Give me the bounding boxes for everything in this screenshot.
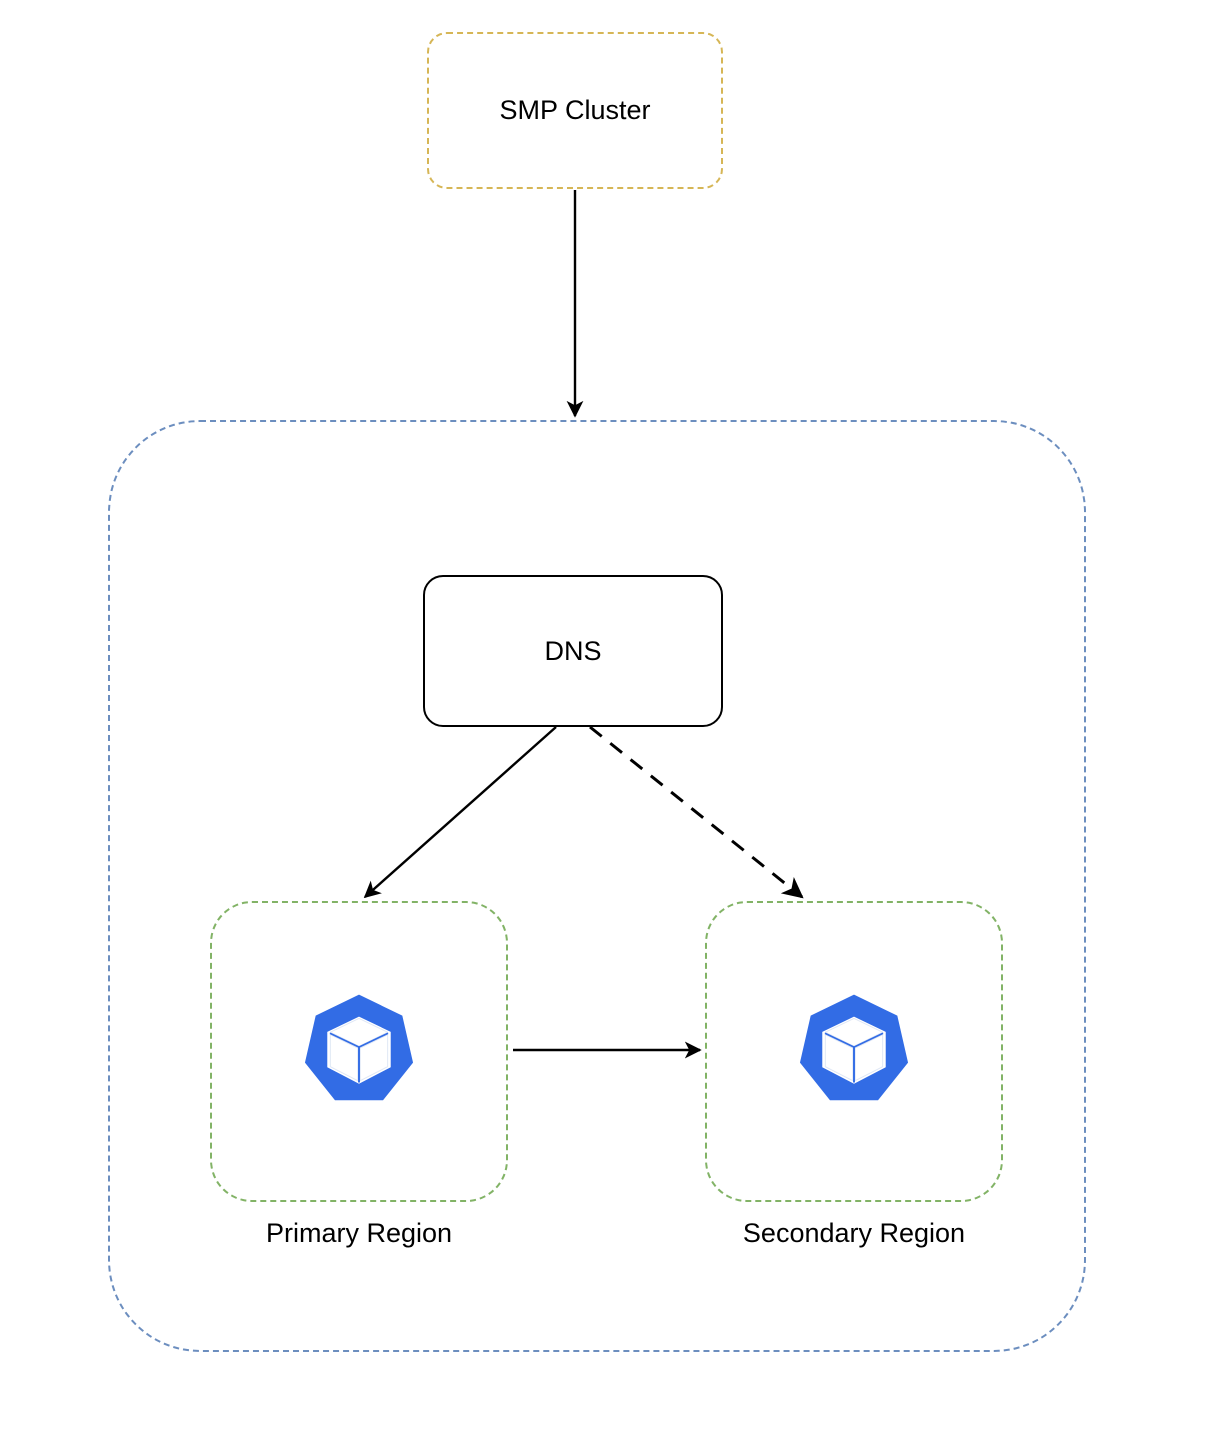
kubernetes-icon [304,994,414,1100]
primary-region-label: Primary Region [265,1218,453,1248]
kubernetes-icon [799,994,909,1100]
dns-node[interactable]: DNS [423,575,723,727]
secondary-region-label: Secondary Region [742,1218,966,1248]
primary-region-node[interactable] [210,901,508,1202]
smp-cluster-label: SMP Cluster [499,95,651,126]
platform-container[interactable] [108,420,1086,1352]
smp-cluster-node[interactable]: SMP Cluster [427,32,723,189]
secondary-region-node[interactable] [705,901,1003,1202]
dns-label: DNS [544,635,602,666]
